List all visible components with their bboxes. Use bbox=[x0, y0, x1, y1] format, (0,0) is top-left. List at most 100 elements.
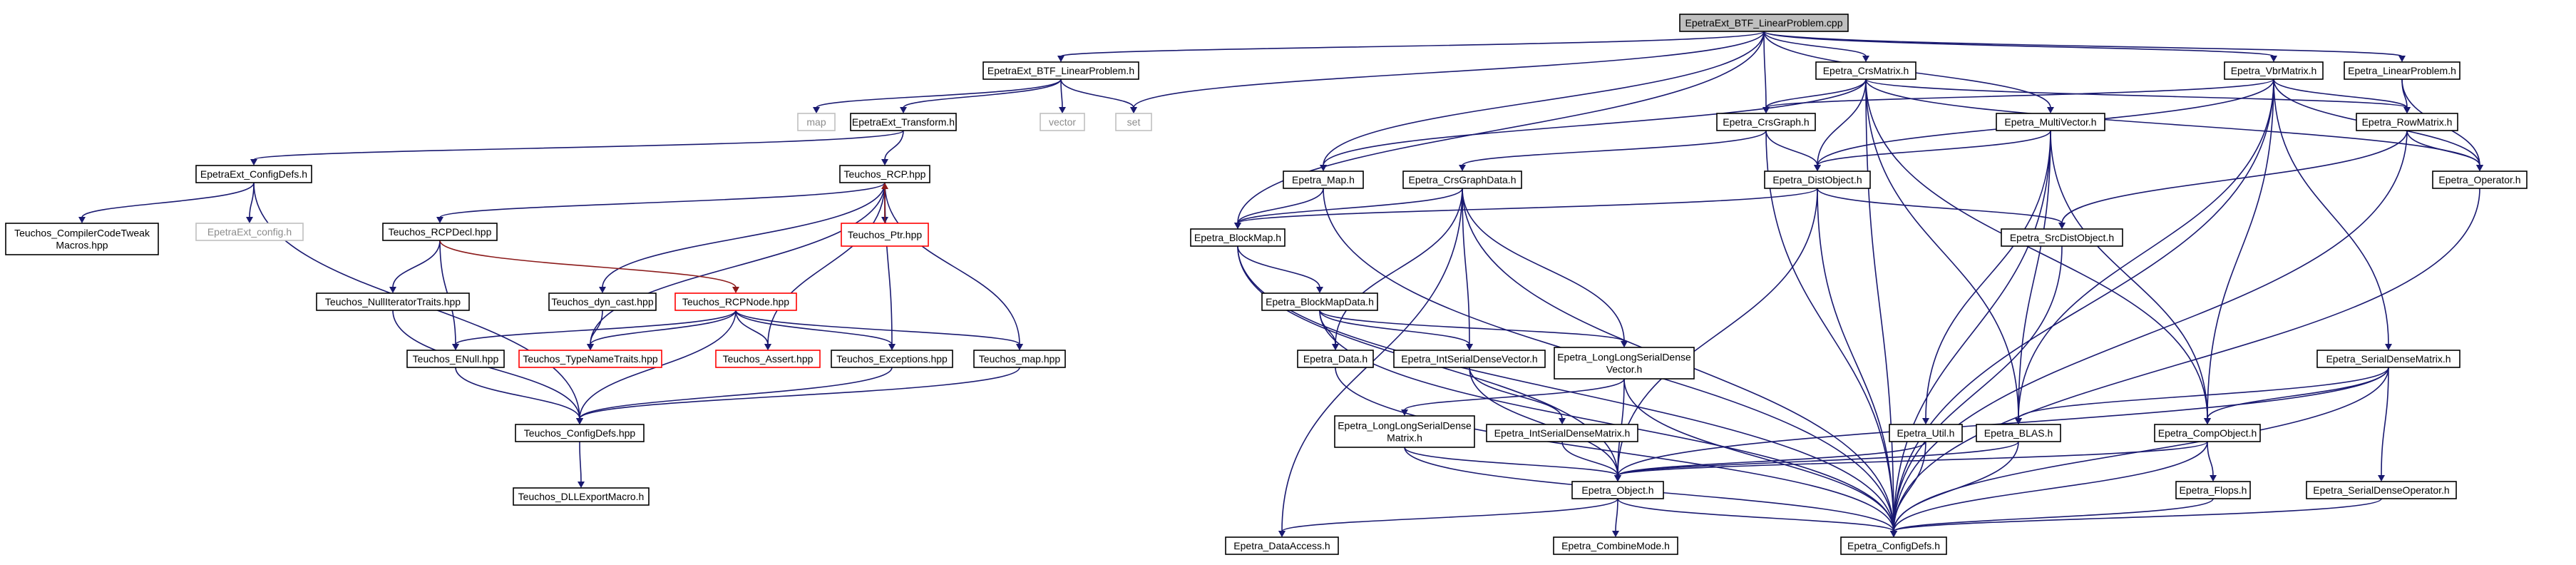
node-util[interactable]: Epetra_Util.h bbox=[1889, 424, 1963, 442]
node-label-rowmatrix: Epetra_RowMatrix.h bbox=[2362, 116, 2453, 128]
node-e_configdefs[interactable]: Epetra_ConfigDefs.h bbox=[1840, 536, 1947, 555]
node-dllexport[interactable]: Teuchos_DLLExportMacro.h bbox=[513, 487, 650, 506]
node-label-e_configdefs: Epetra_ConfigDefs.h bbox=[1847, 540, 1940, 551]
node-blockmapdata[interactable]: Epetra_BlockMapData.h bbox=[1261, 292, 1378, 311]
node-label-assert: Teuchos_Assert.hpp bbox=[723, 353, 814, 365]
node-box-dataaccess bbox=[1225, 536, 1339, 555]
node-flops[interactable]: Epetra_Flops.h bbox=[2175, 481, 2251, 499]
node-sdm[interactable]: Epetra_SerialDenseMatrix.h bbox=[2316, 350, 2460, 368]
edge-data-to-e_configdefs bbox=[1335, 367, 1894, 532]
node-data[interactable]: Epetra_Data.h bbox=[1297, 350, 1374, 368]
edge-root-to-linearproblem bbox=[1763, 31, 2403, 57]
node-linearproblem[interactable]: Epetra_LinearProblem.h bbox=[2344, 61, 2460, 80]
node-box-root bbox=[1679, 14, 1849, 32]
node-exceptions[interactable]: Teuchos_Exceptions.hpp bbox=[831, 350, 953, 368]
node-rcpdecl[interactable]: Teuchos_RCPDecl.hpp bbox=[382, 223, 498, 241]
node-srcdist[interactable]: Epetra_SrcDistObject.h bbox=[2001, 228, 2123, 247]
edge-blockmap-to-e_configdefs bbox=[1237, 245, 1894, 532]
node-assert[interactable]: Teuchos_Assert.hpp bbox=[715, 350, 821, 368]
node-intsdm[interactable]: Epetra_IntSerialDenseMatrix.h bbox=[1486, 424, 1638, 442]
node-ptr[interactable]: Teuchos_Ptr.hpp bbox=[841, 223, 929, 247]
edge-arrowhead-root-to-vbrmatrix bbox=[2270, 56, 2277, 62]
node-label-sdo: Epetra_SerialDenseOperator.h bbox=[2313, 484, 2449, 496]
node-enull[interactable]: Teuchos_ENull.hpp bbox=[406, 350, 505, 368]
node-blockmap[interactable]: Epetra_BlockMap.h bbox=[1190, 228, 1286, 247]
edge-vbrmatrix-to-compobject bbox=[2207, 78, 2274, 419]
node-box-rowmatrix bbox=[2356, 113, 2458, 131]
edge-rcpnode-to-enull bbox=[455, 310, 737, 345]
edge-multivector-to-blas bbox=[2018, 130, 2051, 419]
node-nulliter[interactable]: Teuchos_NullIteratorTraits.hpp bbox=[316, 292, 470, 311]
node-label-linearproblem: Epetra_LinearProblem.h bbox=[2348, 65, 2456, 76]
node-distobject[interactable]: Epetra_DistObject.h bbox=[1764, 170, 1871, 189]
edge-intsdv-to-object bbox=[1469, 367, 1618, 477]
node-ext_configdefs[interactable]: EpetraExt_ConfigDefs.h bbox=[195, 165, 312, 183]
node-compobject[interactable]: Epetra_CompObject.h bbox=[2154, 424, 2261, 442]
edge-arrowhead-t_configdefs-to-dllexport bbox=[578, 482, 585, 488]
node-box-enull bbox=[406, 350, 505, 368]
node-label-dllexport: Teuchos_DLLExportMacro.h bbox=[518, 491, 645, 502]
node-tmap[interactable]: Teuchos_map.hpp bbox=[973, 350, 1066, 368]
node-operator[interactable]: Epetra_Operator.h bbox=[2432, 170, 2528, 189]
node-crsgraphdata[interactable]: Epetra_CrsGraphData.h bbox=[1402, 170, 1522, 189]
node-crsmatrix[interactable]: Epetra_CrsMatrix.h bbox=[1815, 61, 1916, 80]
edge-arrowhead-llsdv-to-llsdm bbox=[1401, 409, 1408, 416]
edge-object-to-e_configdefs bbox=[1617, 498, 1894, 532]
node-label-blas: Epetra_BLAS.h bbox=[1984, 427, 2053, 439]
node-vbrmatrix[interactable]: Epetra_VbrMatrix.h bbox=[2224, 61, 2324, 80]
node-rcpnode[interactable]: Teuchos_RCPNode.hpp bbox=[674, 292, 797, 311]
edge-arrowhead-sdm-to-compobject bbox=[2204, 418, 2211, 424]
node-box-llsdm bbox=[1334, 415, 1475, 448]
edge-vbrmatrix-to-crsgraph bbox=[1765, 78, 2274, 108]
node-dyncast[interactable]: Teuchos_dyn_cast.hpp bbox=[548, 292, 657, 311]
node-emap[interactable]: Epetra_Map.h bbox=[1283, 170, 1364, 189]
edge-rowmatrix-to-srcdist bbox=[2061, 130, 2408, 224]
node-object[interactable]: Epetra_Object.h bbox=[1571, 481, 1664, 499]
edge-crsmatrix-to-crsgraph bbox=[1765, 78, 1867, 108]
node-combinemode[interactable]: Epetra_CombineMode.h bbox=[1553, 536, 1678, 555]
node-t_configdefs[interactable]: Teuchos_ConfigDefs.hpp bbox=[515, 424, 645, 442]
edge-rcp-to-exceptions bbox=[884, 182, 893, 345]
edge-rcpnode-to-assert bbox=[735, 310, 769, 345]
edge-rcpdecl-to-nulliter bbox=[392, 240, 441, 288]
node-box-vector bbox=[1040, 113, 1085, 131]
node-crsgraph[interactable]: Epetra_CrsGraph.h bbox=[1716, 113, 1816, 131]
node-rcp[interactable]: Teuchos_RCP.hpp bbox=[839, 165, 930, 183]
node-dataaccess[interactable]: Epetra_DataAccess.h bbox=[1225, 536, 1339, 555]
edge-arrowhead-btf_h-to-set bbox=[1130, 107, 1137, 113]
node-typename[interactable]: Teuchos_TypeNameTraits.hpp bbox=[518, 350, 662, 368]
node-blas[interactable]: Epetra_BLAS.h bbox=[1976, 424, 2061, 442]
edge-enull-to-t_configdefs bbox=[455, 367, 580, 419]
node-label-crsmatrix: Epetra_CrsMatrix.h bbox=[1823, 65, 1909, 76]
edge-arrowhead-linearproblem-to-rowmatrix bbox=[2403, 107, 2411, 113]
node-transform[interactable]: EpetraExt_Transform.h bbox=[850, 113, 957, 131]
edge-crsmatrix-to-emap bbox=[1323, 78, 1867, 166]
node-vector[interactable]: vector bbox=[1040, 113, 1085, 131]
node-map[interactable]: map bbox=[797, 113, 836, 131]
edge-blas-to-e_configdefs bbox=[1893, 441, 2019, 532]
node-intsdv[interactable]: Epetra_IntSerialDenseVector.h bbox=[1393, 350, 1546, 368]
node-root[interactable]: EpetraExt_BTF_LinearProblem.cpp bbox=[1679, 14, 1849, 32]
edge-compobject-to-object bbox=[1617, 441, 2208, 477]
node-multivector[interactable]: Epetra_MultiVector.h bbox=[1996, 113, 2105, 131]
edge-crsgraphdata-to-blockmap bbox=[1237, 188, 1463, 224]
edge-sdm-to-object bbox=[1617, 367, 2389, 477]
node-label-llsdv: Epetra_LongLongSerialDense bbox=[1557, 352, 1691, 363]
edge-crsmatrix-to-distobject bbox=[1817, 78, 1867, 166]
node-ext_config[interactable]: EpetraExt_config.h bbox=[195, 223, 304, 241]
edge-distobject-to-object bbox=[1617, 188, 1818, 477]
edge-rcp-to-typename bbox=[590, 182, 886, 345]
node-sdo[interactable]: Epetra_SerialDenseOperator.h bbox=[2306, 481, 2457, 499]
edge-arrowhead-vbrmatrix-to-sdm bbox=[2385, 344, 2392, 350]
edge-arrowhead-root-to-linearproblem bbox=[2398, 56, 2406, 62]
node-btf_h[interactable]: EpetraExt_BTF_LinearProblem.h bbox=[982, 61, 1139, 80]
node-box-map bbox=[797, 113, 836, 131]
node-rowmatrix[interactable]: Epetra_RowMatrix.h bbox=[2356, 113, 2458, 131]
node-box-blas bbox=[1976, 424, 2061, 442]
node-set[interactable]: set bbox=[1115, 113, 1152, 131]
edge-multivector-to-compobject bbox=[2050, 130, 2208, 419]
